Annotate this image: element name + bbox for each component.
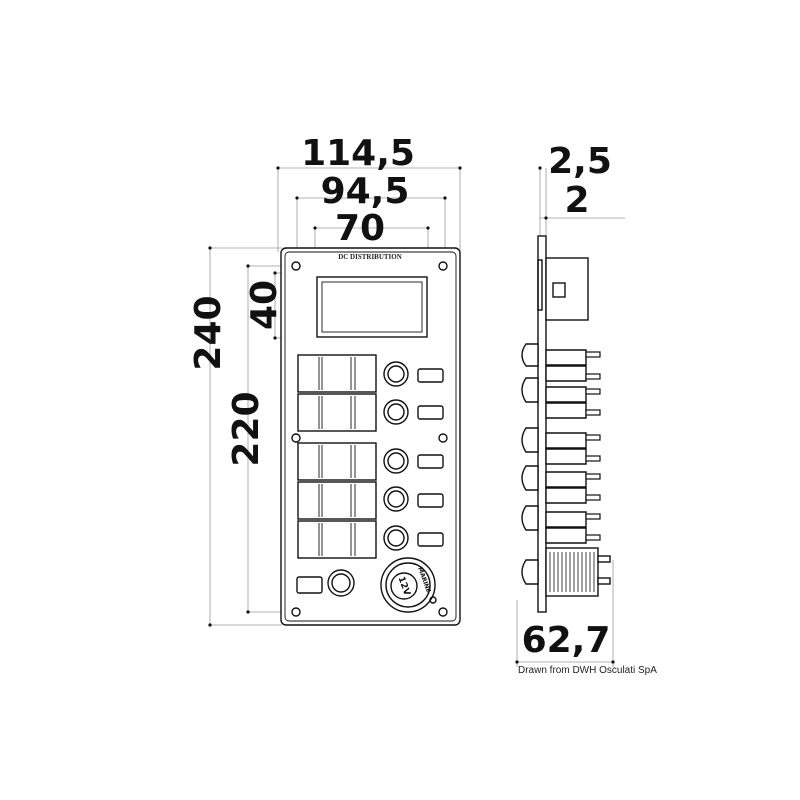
dim-inner-height: 220 (226, 391, 267, 466)
side-caps (521, 343, 539, 531)
dimension-lines (208, 166, 462, 627)
side-view (521, 235, 611, 613)
side-switch-bodies (545, 349, 601, 544)
dim-overall-width: 114,5 (301, 133, 415, 174)
dim-display-width: 70 (335, 208, 385, 249)
panel-header: DC DISTRIBUTION (338, 253, 402, 261)
front-panel: DC DISTRIBUTION (280, 247, 461, 626)
dim-display-offset: 40 (244, 280, 285, 330)
label-plates (296, 368, 444, 594)
dim-inner-width: 94,5 (321, 171, 410, 212)
dim-panel-depth-top: 2,5 (548, 141, 612, 182)
screw-icon (291, 261, 448, 617)
dim-overall-depth: 62,7 (522, 620, 611, 661)
side-socket (521, 547, 611, 597)
fuse-holders (383, 361, 409, 551)
rocker-switches (297, 354, 377, 559)
display-window (316, 276, 428, 338)
drawing-credit: Drawn from DWH Osculati SpA (518, 665, 657, 676)
dim-panel-thickness: 2 (564, 180, 589, 221)
bottom-fuse-holder (327, 569, 355, 597)
side-dimension-lines (515, 166, 625, 667)
dim-overall-height: 240 (188, 295, 229, 370)
